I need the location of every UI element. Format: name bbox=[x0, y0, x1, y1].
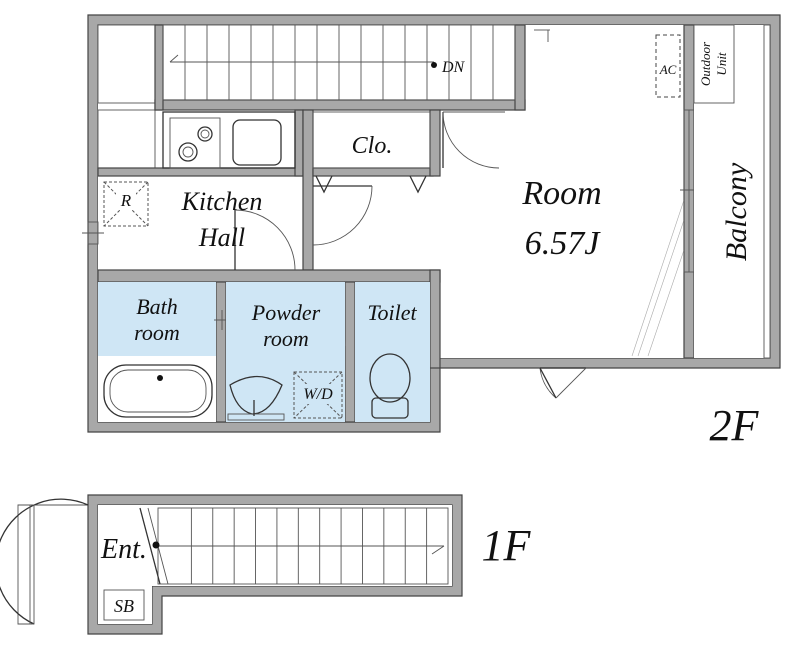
stove-burner-icon bbox=[197, 126, 213, 142]
outdoor-unit-label-line1: Outdoor bbox=[698, 41, 713, 86]
room-label: Room bbox=[521, 175, 601, 212]
bath-room: Bath room bbox=[98, 282, 230, 422]
hall-label: Hall bbox=[198, 223, 245, 252]
washbasin-icon bbox=[229, 375, 283, 415]
first-floor: SB Ent. bbox=[0, 494, 463, 635]
toilet-label: Toilet bbox=[367, 300, 417, 325]
shoe-box-label: SB bbox=[114, 596, 134, 616]
entrance-label: Ent. bbox=[100, 534, 147, 565]
refrigerator-space: R bbox=[103, 181, 149, 227]
bathtub-icon bbox=[103, 364, 213, 418]
stair-down-label: DN bbox=[441, 59, 466, 76]
outdoor-unit-label-line2: Unit bbox=[714, 52, 729, 76]
refrigerator-label: R bbox=[120, 191, 132, 210]
toilet-room: Toilet bbox=[355, 282, 430, 422]
bath-label-line1: Bath bbox=[136, 294, 178, 319]
powder-label-line1: Powder bbox=[251, 300, 321, 325]
bath-label-line2: room bbox=[134, 320, 180, 345]
balcony-label: Balcony bbox=[720, 162, 753, 261]
doors bbox=[82, 111, 587, 399]
powder-room: W/D Powder room bbox=[226, 282, 345, 422]
stair-2f: DN bbox=[162, 24, 516, 101]
closet-label: Clo. bbox=[352, 133, 393, 159]
balcony: Outdoor Unit Balcony bbox=[693, 24, 771, 359]
kitchen-label: Kitchen bbox=[181, 187, 263, 216]
stove-burner-icon bbox=[178, 142, 198, 162]
main-room: Room 6.57J bbox=[521, 29, 685, 357]
toilet-icon bbox=[369, 353, 411, 403]
closet: Clo. bbox=[312, 111, 431, 194]
room-size-label: 6.57J bbox=[525, 225, 602, 262]
ac-label: AC bbox=[659, 62, 677, 77]
air-conditioner: AC bbox=[655, 34, 681, 98]
washer-dryer-label: W/D bbox=[303, 386, 333, 403]
floor-label-2f: 2F bbox=[710, 401, 760, 450]
powder-label-line2: room bbox=[263, 326, 309, 351]
floor-label-1f: 1F bbox=[482, 521, 532, 570]
sink-icon bbox=[232, 119, 282, 166]
outdoor-unit bbox=[693, 24, 735, 104]
shoe-box bbox=[103, 589, 145, 621]
kitchen-counter bbox=[162, 111, 296, 169]
